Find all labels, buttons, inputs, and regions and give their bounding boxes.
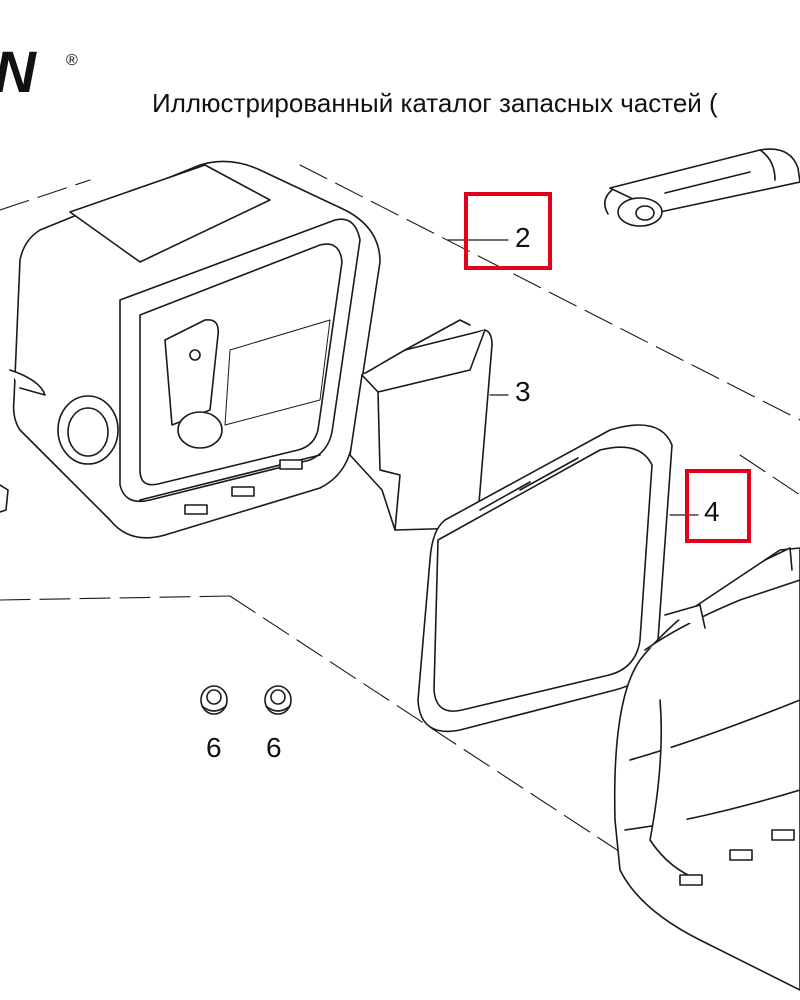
foam-filter-icon: [349, 319, 493, 531]
highlight-box-part-2: [464, 192, 552, 270]
registered-mark: ®: [66, 52, 78, 69]
leader-lines: [447, 239, 699, 516]
side-clip-icon: [0, 484, 9, 513]
air-filter-housing-icon: [9, 160, 381, 539]
flange-nut-icon: [200, 685, 292, 715]
hose-connector-icon: [604, 148, 800, 227]
part-number-4: 4: [704, 496, 720, 527]
part-number-3: 3: [515, 376, 531, 407]
highlight-box-part-4: [685, 469, 751, 543]
part-number-6-right: 6: [266, 732, 282, 763]
part-number-2: 2: [515, 222, 531, 253]
air-filter-cover-icon: [613, 547, 800, 991]
paper-filter-icon: [417, 424, 673, 733]
page-title: Иллюстрированный каталог запасных частей…: [152, 88, 718, 118]
part-number-6-left: 6: [206, 732, 222, 763]
brand-logo-letter: N: [0, 40, 36, 105]
brand-logo: N: [0, 44, 36, 102]
